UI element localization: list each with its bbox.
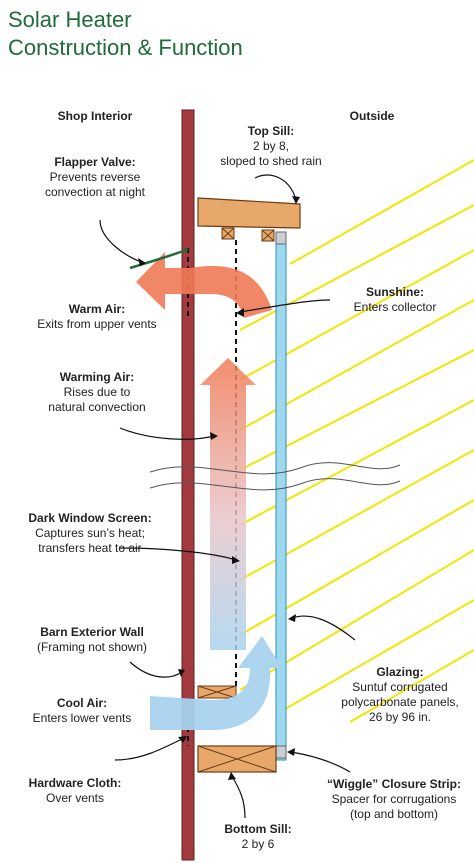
warm-air-title: Warm Air:: [69, 302, 125, 316]
diagram-title: Solar Heater Construction & Function: [8, 6, 243, 62]
bottom-sill-line-1: 2 by 6: [242, 837, 275, 851]
hardware-cloth-line-1: Over vents: [46, 791, 104, 805]
dark-screen-title: Dark Window Screen:: [28, 511, 151, 525]
glazing-panel: [275, 231, 287, 761]
warming-air-line-1: Rises due to: [64, 385, 131, 399]
warming-air-line-2: natural convection: [48, 400, 145, 414]
sunshine-title: Sunshine:: [366, 285, 424, 299]
top-sill-title: Top Sill:: [248, 124, 294, 138]
warming-air-title: Warming Air:: [60, 370, 134, 384]
title-line-2: Construction & Function: [8, 35, 243, 60]
outside-heading: Outside: [350, 109, 395, 123]
top-sill-line-2: sloped to shed rain: [220, 154, 321, 168]
barn-wall-line-1: (Framing not shown): [37, 640, 147, 654]
break-marks: [149, 462, 401, 491]
glazing-line-3: 26 by 96 in.: [369, 710, 431, 724]
warm-air-arrow: [136, 252, 272, 318]
cool-air-line-1: Enters lower vents: [33, 711, 132, 725]
flapper-valve: [129, 248, 188, 270]
flapper-valve-line-1: Prevents reverse: [50, 170, 141, 184]
title-line-1: Solar Heater: [8, 7, 132, 32]
rising-air-arrow: [200, 358, 256, 650]
dark-screen-line-2: transfers heat to air: [38, 541, 141, 555]
wiggle-strip-line-2: (top and bottom): [350, 807, 438, 821]
wiggle-strip-line-1: Spacer for corrugations: [332, 792, 457, 806]
bottom-sill: [197, 745, 277, 773]
flapper-valve-title: Flapper Valve:: [54, 155, 135, 169]
hardware-cloth-title: Hardware Cloth:: [29, 776, 122, 790]
interior-heading: Shop Interior: [58, 109, 133, 123]
cool-air-arrow: [150, 636, 282, 730]
barn-wall: [181, 109, 195, 861]
sun-rays: [239, 159, 474, 723]
dark-screen-line-1: Captures sun’s heat;: [35, 526, 145, 540]
leader-lines: [99, 174, 356, 819]
glazing-line-2: polycarbonate panels,: [341, 695, 458, 709]
warm-air-line-1: Exits from upper vents: [37, 317, 156, 331]
leader-arrowheads: [138, 196, 300, 780]
flapper-valve-line-2: convection at night: [45, 185, 146, 199]
sunshine-line-1: Enters collector: [354, 300, 437, 314]
glazing-title: Glazing:: [376, 665, 423, 679]
bottom-spacer: [197, 685, 237, 699]
top-sill: [197, 197, 301, 242]
cool-air-title: Cool Air:: [57, 696, 107, 710]
glazing-line-1: Suntuf corrugated: [352, 680, 447, 694]
wiggle-strip-title: “Wiggle” Closure Strip:: [327, 777, 461, 791]
barn-wall-title: Barn Exterior Wall: [40, 625, 144, 639]
top-sill-line-1: 2 by 8,: [253, 139, 289, 153]
bottom-sill-title: Bottom Sill:: [224, 822, 291, 836]
